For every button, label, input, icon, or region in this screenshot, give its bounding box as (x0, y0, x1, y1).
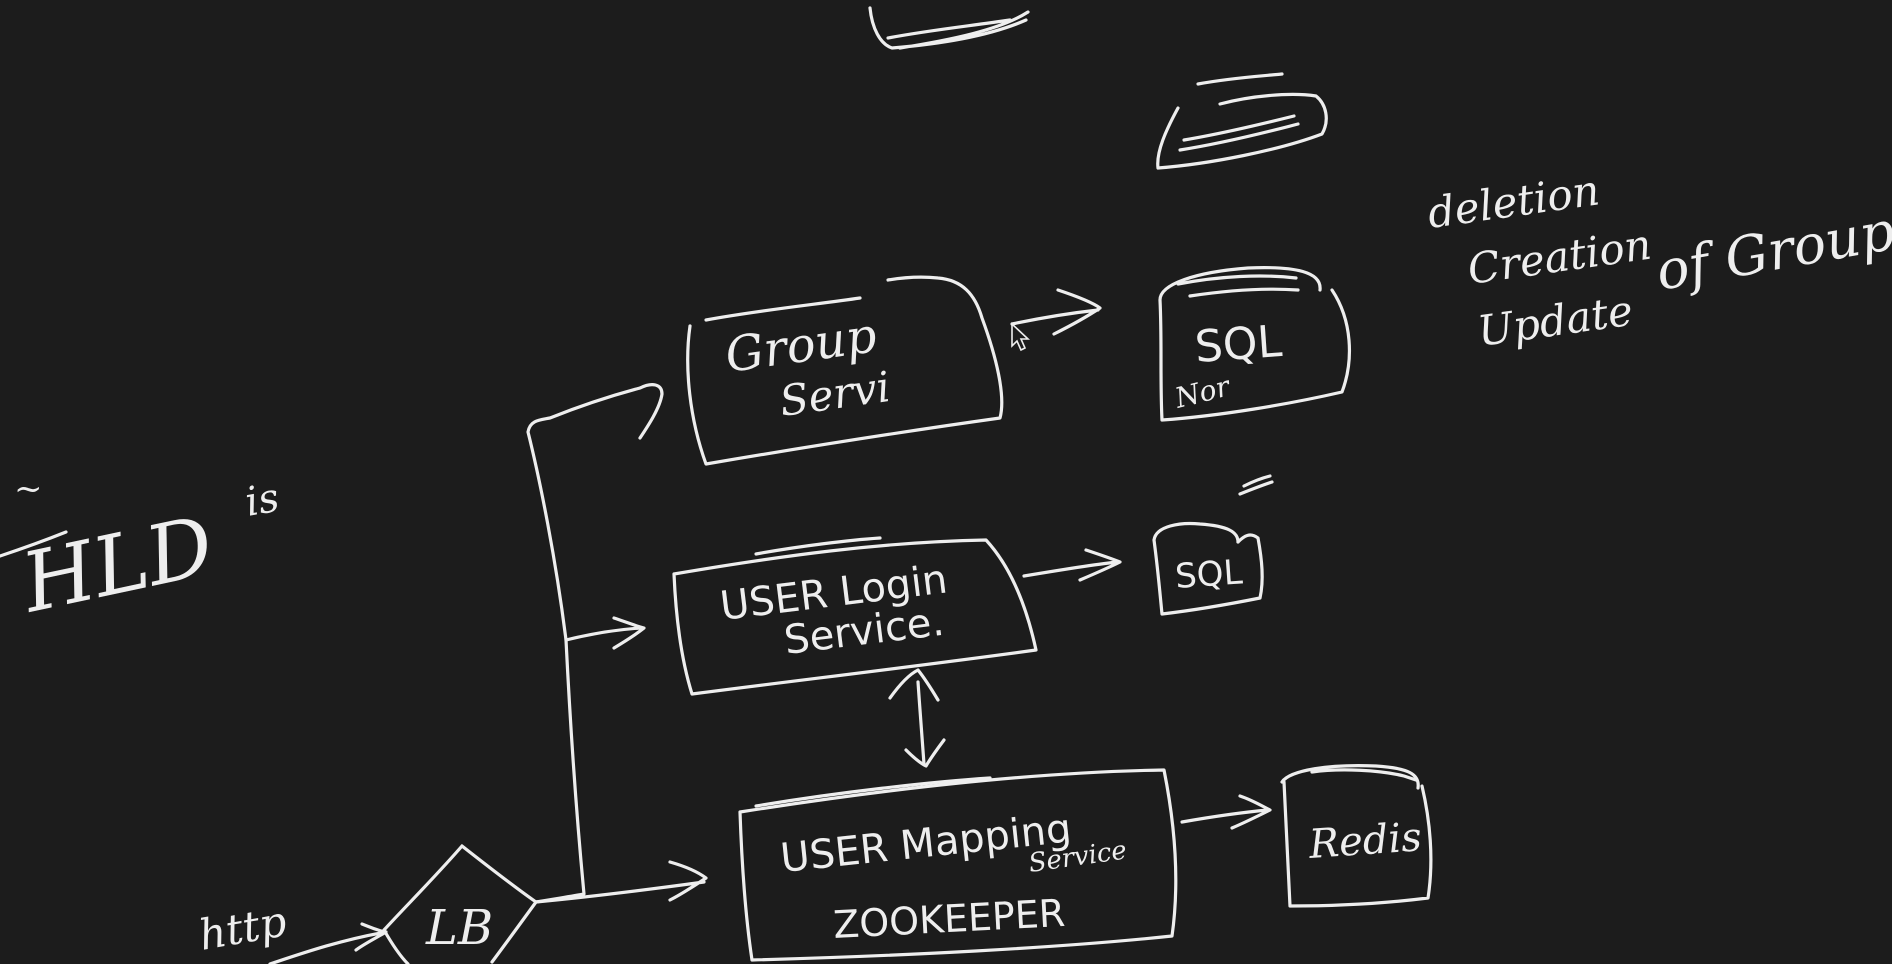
group-service-outline (686, 275, 1004, 466)
user-mapping-service-line3: ZOOKEEPER (832, 891, 1066, 947)
mapping-cache-store: Redis (1280, 764, 1433, 908)
mapping-cache-label: Redis (1306, 814, 1423, 868)
left-note: ~ HLD is (0, 469, 283, 632)
top-partial-sketch (868, 6, 1030, 50)
protocol-label: http (195, 896, 290, 959)
group-service-top-edge (704, 296, 862, 322)
arrow-login-to-sql (1022, 548, 1122, 582)
left-note-is: is (242, 475, 283, 526)
fanout-trunk (526, 386, 642, 904)
user-login-service-top-edge (754, 536, 882, 556)
upper-sketch-shape (1156, 72, 1328, 170)
login-db-label: SQL (1174, 552, 1244, 597)
group-db-sublabel: Nor (1171, 369, 1235, 415)
user-mapping-service-outline (738, 768, 1178, 962)
user-login-service-box: USER Login Service. (672, 536, 1038, 696)
bidirectional-login-mapping-arrow (888, 668, 946, 768)
user-mapping-service-box: USER Mapping Service ZOOKEEPER (738, 768, 1178, 962)
user-login-service-outline (672, 538, 1038, 696)
mapping-cache-outline (1280, 764, 1433, 908)
arrow-to-group-service (638, 383, 664, 440)
arrow-mapping-to-redis (1180, 794, 1272, 830)
branch-to-user-mapping (534, 860, 708, 904)
http-incoming-arrow (268, 922, 388, 964)
load-balancer-label: LB (425, 900, 493, 956)
branch-to-user-login (564, 616, 646, 650)
mouse-cursor-icon (1011, 322, 1031, 352)
group-service-box: Group Servi (686, 275, 1004, 466)
side-note-line-2: Creation (1465, 220, 1655, 294)
load-balancer: LB (382, 844, 538, 964)
left-note-fraction-top: ~ (14, 469, 43, 509)
side-note-suffix: of Group (1651, 199, 1892, 303)
login-db-outline (1152, 521, 1264, 616)
side-note: deletion Creation Update of Group (1425, 165, 1892, 356)
group-db-outline (1158, 266, 1351, 422)
left-note-hld: HLD (12, 499, 221, 632)
group-db-store: SQL Nor (1158, 266, 1351, 422)
fraction-line (0, 530, 68, 558)
user-mapping-service-top-edge (754, 776, 992, 808)
arrow-group-to-sql (1010, 288, 1102, 336)
login-db-store: SQL (1152, 474, 1274, 616)
group-db-label: SQL (1193, 316, 1284, 373)
side-note-line-3: Update (1475, 286, 1636, 356)
side-note-line-1: deletion (1425, 165, 1603, 238)
login-db-mark (1238, 474, 1274, 496)
